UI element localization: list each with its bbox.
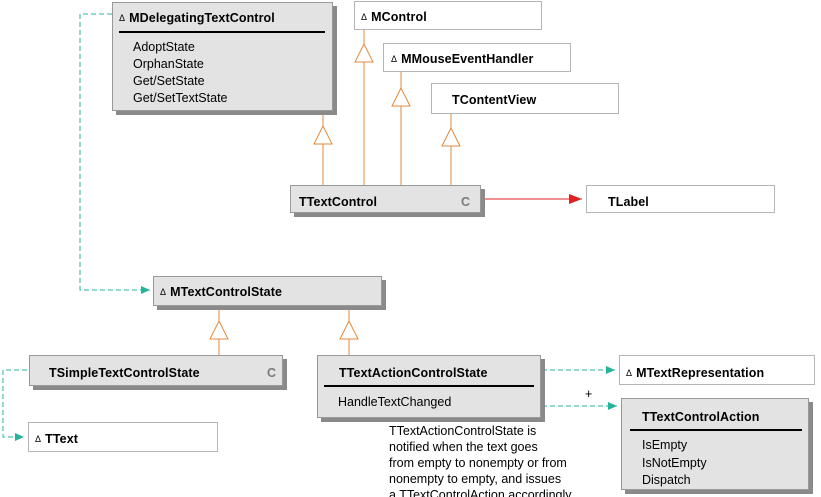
note-line: nonempty to empty, and issues [389, 472, 562, 486]
inheritance-triangle-mmouse [391, 86, 411, 107]
class-title-taction: TTextActionControlState [339, 366, 488, 380]
inheritance-state-lines [209, 306, 359, 355]
note-line: a TTextControlAction accordingly. [389, 488, 575, 497]
abstract-marker-icon: Δ [35, 434, 42, 444]
note-line: TTextActionControlState is [389, 424, 537, 438]
class-box-ttextcontrolaction: TTextControlAction IsEmpty IsNotEmpty Di… [621, 398, 809, 490]
abstract-marker-icon: Δ [160, 287, 167, 297]
uses-arrow-ttext [2, 369, 27, 441]
inheritance-triangle-tcontentview [441, 126, 461, 147]
operation: AdoptState [133, 40, 195, 54]
inheritance-triangle-simple [209, 319, 229, 340]
class-divider [324, 385, 534, 387]
multiplicity-label: + [585, 387, 593, 401]
class-title-tsimple: TSimpleTextControlState [49, 366, 200, 380]
inheritance-triangle-action [339, 319, 359, 340]
operation: Get/SetState [133, 74, 205, 88]
note-line: from empty to nonempty or from [389, 456, 567, 470]
inheritance-triangle-mcontrol [354, 42, 374, 63]
class-box-ttextcontrol: TTextControl C [290, 185, 481, 213]
uses-arrow-mtextcontrolstate [79, 13, 150, 294]
note-line: notified when the text goes [389, 440, 538, 454]
class-title-ttextcontrol: TTextControl [299, 195, 378, 209]
operation: OrphanState [133, 57, 204, 71]
diagram-note: TTextActionControlState is notified when… [389, 423, 574, 497]
class-title-ttextcontrolaction: TTextControlAction [642, 410, 760, 424]
operation: IsNotEmpty [642, 456, 707, 470]
inheritance-triangle-mdelegating [313, 124, 333, 145]
class-title-tlabel: TLabel [608, 195, 649, 209]
operation: Get/SetTextState [133, 91, 228, 105]
class-box-tsimple: TSimpleTextControlState C [29, 355, 283, 386]
class-title-tcontentview: TContentView [452, 93, 537, 107]
operation: Dispatch [642, 473, 691, 487]
class-divider [630, 429, 802, 431]
operation: IsEmpty [642, 438, 688, 452]
concrete-marker: C [461, 195, 471, 209]
class-box-taction: TTextActionControlState HandleTextChange… [317, 355, 541, 418]
class-divider [119, 31, 325, 33]
operation: HandleTextChanged [338, 395, 452, 409]
abstract-marker-icon: Δ [119, 13, 126, 23]
class-box-tcontentview: TContentView [431, 83, 619, 114]
class-box-tlabel: TLabel [586, 185, 775, 213]
concrete-marker: C [267, 366, 277, 380]
abstract-marker-icon: Δ [626, 368, 633, 378]
inheritance-ttextcontrol-lines [313, 30, 461, 185]
abstract-marker-icon: Δ [391, 54, 398, 64]
abstract-marker-icon: Δ [361, 12, 368, 22]
